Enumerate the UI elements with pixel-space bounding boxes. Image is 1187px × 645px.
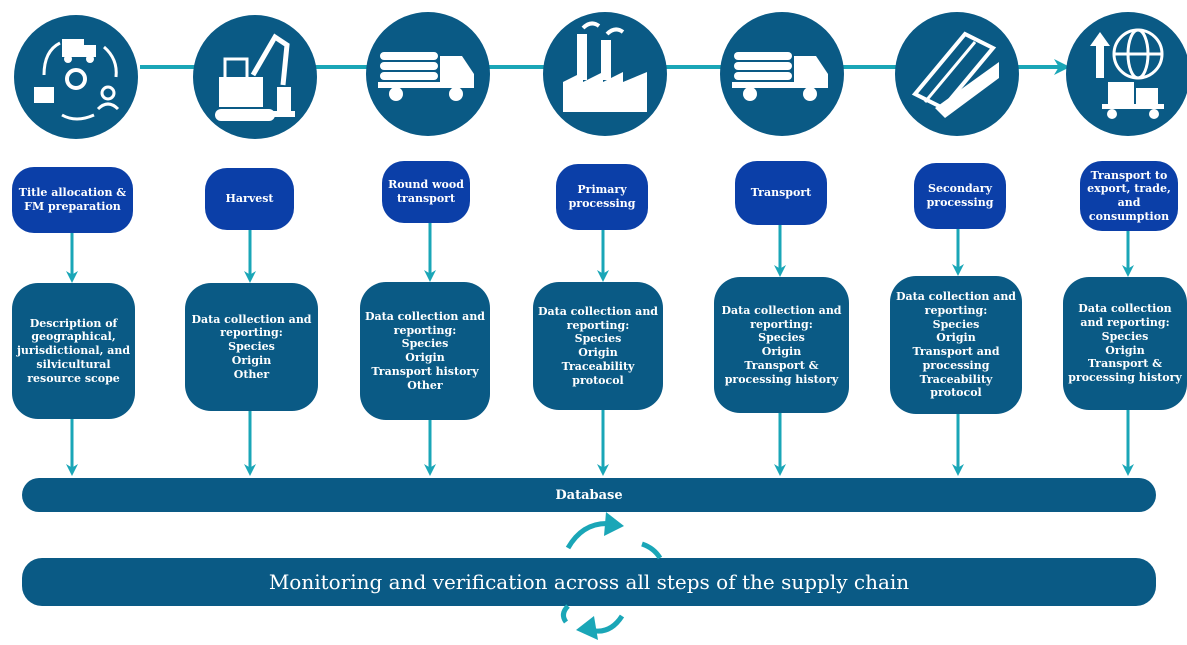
step-details-4: Data collection and reporting: Species O… xyxy=(533,282,663,410)
supply-cycle-icon xyxy=(34,39,120,121)
step-label-5: Transport xyxy=(735,161,827,225)
harvester-icon xyxy=(215,33,295,121)
monitoring-bar: Monitoring and verification across all s… xyxy=(22,558,1156,606)
circle-step-2 xyxy=(193,15,317,139)
globe-trade-icon xyxy=(1090,28,1164,119)
step-label-4: Primary processing xyxy=(556,164,648,230)
circle-step-6 xyxy=(895,12,1019,136)
database-bar: Database xyxy=(22,478,1156,512)
step-details-6: Data collection and reporting: Species O… xyxy=(890,276,1022,414)
factory-icon xyxy=(563,21,647,112)
step-label-6: Secondary processing xyxy=(914,163,1006,229)
step-label-7: Transport to export, trade, and consumpt… xyxy=(1080,161,1178,231)
log-truck-icon xyxy=(732,52,828,101)
step-label-2: Harvest xyxy=(205,168,294,230)
circle-step-7 xyxy=(1066,12,1187,136)
log-truck-icon xyxy=(378,52,474,101)
step-details-1: Description of geographical, jurisdictio… xyxy=(12,283,135,419)
step-label-3: Round wood transport xyxy=(382,161,470,223)
step-label-1: Title allocation & FM preparation xyxy=(12,167,133,233)
circle-step-3 xyxy=(366,12,490,136)
circle-step-5 xyxy=(720,12,844,136)
step-details-2: Data collection and reporting: Species O… xyxy=(185,283,318,411)
step-details-5: Data collection and reporting: Species O… xyxy=(714,277,849,413)
circle-step-1 xyxy=(14,15,138,139)
step-details-3: Data collection and reporting: Species O… xyxy=(360,282,490,420)
step-details-7: Data collection and reporting: Species O… xyxy=(1063,277,1187,410)
lumber-planks-icon xyxy=(911,31,999,118)
circle-step-4 xyxy=(543,12,667,136)
